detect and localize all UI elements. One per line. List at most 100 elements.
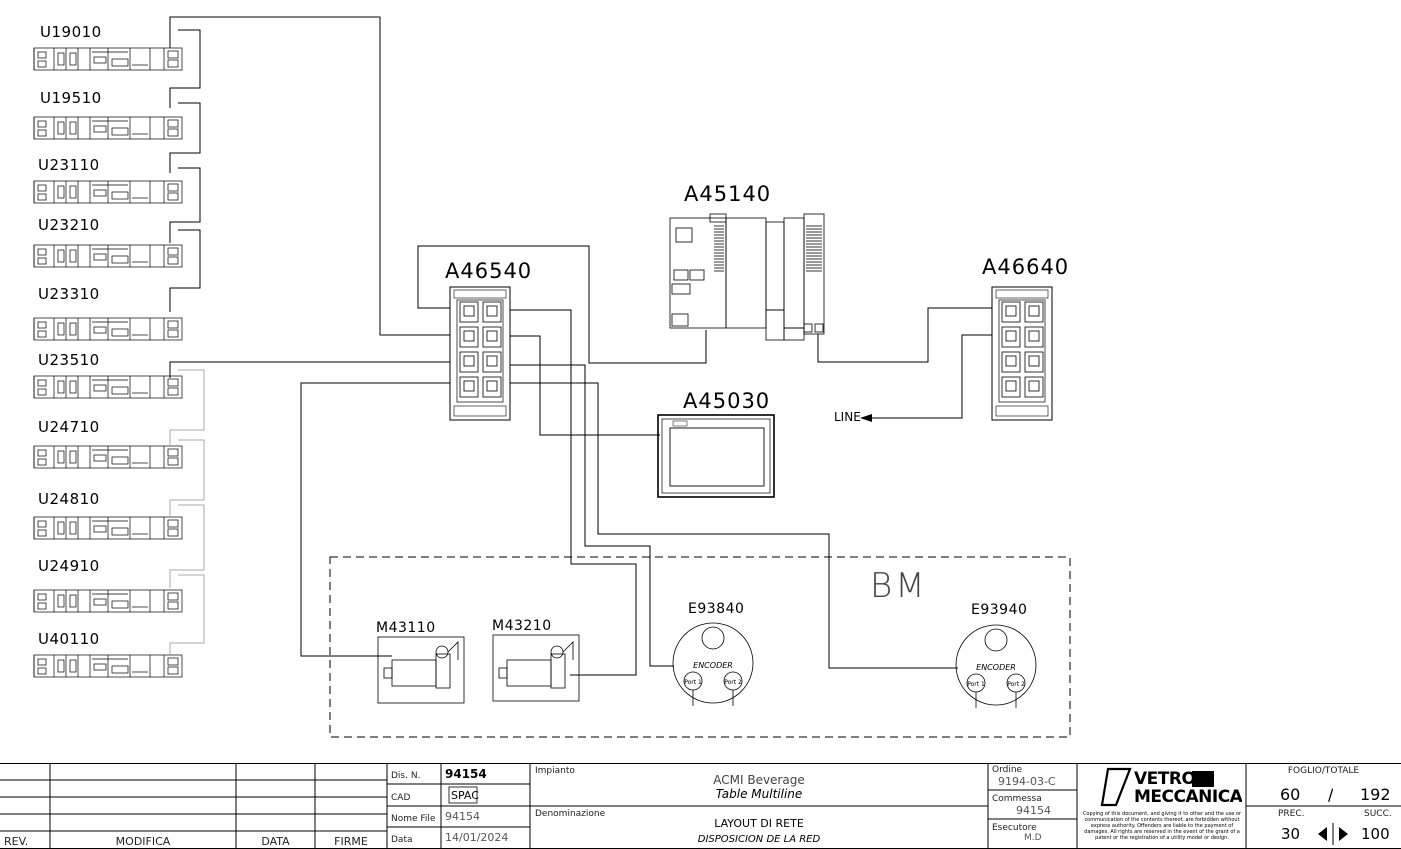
prec-value[interactable]: 30 — [1281, 825, 1301, 843]
drive-unit-u23210 — [33, 244, 183, 268]
succ-value[interactable]: 100 — [1361, 825, 1390, 843]
esecutore-value: M.D — [1024, 833, 1042, 843]
impianto-label: Impianto — [535, 766, 575, 776]
switch-a46640-port-icon — [1001, 351, 1021, 373]
label-encoder-e93840: E93840 — [688, 601, 745, 617]
denominazione-label: Denominazione — [535, 809, 606, 819]
switch-a46540-port-icon — [482, 376, 502, 398]
network-diagram: ENCODER ENCODER Port 1 Port 2 Port 1 Por… — [33, 16, 1071, 738]
switch-a46640-port-icon — [1001, 376, 1021, 398]
drive-chain-wires — [169, 29, 201, 312]
drive-unit-u19510 — [33, 116, 183, 140]
cad-value: SPAC — [451, 789, 479, 802]
label-drive-u23510: U23510 — [38, 351, 100, 369]
switch-a46540-port-icon — [459, 301, 479, 323]
logo-mark-icon — [1100, 767, 1132, 807]
foglio-totale-label: FOGLIO/TOTALE — [1287, 766, 1360, 776]
nome-file-value: 94154 — [445, 810, 480, 823]
data-value: 14/01/2024 — [445, 831, 509, 844]
drive-unit-u24910 — [33, 589, 183, 613]
ordine-label: Ordine — [992, 765, 1023, 775]
label-plc-a45140: A45140 — [684, 182, 772, 206]
plc-a45140-device — [669, 213, 825, 341]
denominazione-line2: DISPOSICIÓN DE LA RED — [697, 834, 821, 845]
label-motor-m43110: M43110 — [376, 620, 436, 636]
dis-n-value: 94154 — [445, 767, 487, 781]
switch-a46640-port-icon — [1024, 351, 1044, 373]
switch-a46540-port-icon — [482, 351, 502, 373]
denominazione-line1: LAYOUT DI RETE — [714, 817, 804, 830]
switch-a46540-port-icon — [459, 376, 479, 398]
line-arrow-icon — [860, 414, 872, 422]
next-arrow-icon[interactable] — [1339, 827, 1348, 841]
drive-unit-u23510 — [33, 375, 183, 399]
label-encoder-e93940: E93940 — [971, 602, 1028, 618]
dis-n-label: Dis. N. — [391, 771, 421, 781]
zone-bm-label: BM — [870, 566, 928, 606]
encoder-e93840-port2: Port 2 — [724, 679, 742, 686]
motor-m43110-device — [377, 636, 465, 704]
label-motor-m43210: M43210 — [492, 618, 552, 634]
drive-unit-u24810 — [33, 516, 183, 540]
label-switch-a46540: A46540 — [445, 259, 533, 283]
encoder-e93840-device — [672, 622, 754, 706]
col-modifica: MODIFICA — [115, 835, 171, 848]
label-hmi-a45030: A45030 — [683, 389, 771, 413]
label-drive-u40110: U40110 — [38, 630, 100, 648]
switch-a46640-port-icon — [1024, 301, 1044, 323]
switch-a46640-port-icon — [1001, 301, 1021, 323]
switch-a46640-device — [991, 286, 1053, 421]
succ-label: SUCC. — [1364, 809, 1392, 819]
encoder-e93940-text: ENCODER — [976, 663, 1016, 672]
label-drive-u24810: U24810 — [38, 490, 100, 508]
logo-line1: VETRO — [1134, 769, 1196, 789]
line-label: LINE — [834, 410, 861, 424]
hmi-a45030-device — [657, 414, 775, 498]
impianto-line1: ACMI Beverage — [713, 773, 805, 787]
label-drive-u19010: U19010 — [40, 23, 102, 41]
drive-unit-u40110 — [33, 654, 183, 678]
prec-label: PREC. — [1278, 809, 1305, 819]
col-rev: REV. — [4, 835, 29, 848]
switch-a46640-port-icon — [1024, 376, 1044, 398]
logo-line2: MECCANICA — [1134, 787, 1243, 807]
title-block: REV. MODIFICA DATA FIRME Dis. N. 94154 C… — [0, 763, 1401, 849]
commessa-value: 94154 — [1016, 804, 1051, 817]
data-label: Data — [391, 835, 413, 845]
motor-m43210-device — [492, 634, 580, 702]
totale-value: 192 — [1360, 785, 1391, 804]
encoder-e93940-port2: Port 2 — [1007, 681, 1025, 688]
foglio-separator: / — [1328, 785, 1334, 804]
logo-badge-icon — [1192, 771, 1214, 787]
label-drive-u19510: U19510 — [40, 89, 102, 107]
label-drive-u23110: U23110 — [38, 156, 100, 174]
switch-a46540-port-icon — [459, 351, 479, 373]
impianto-line2: Table Multiline — [715, 787, 803, 801]
drive-unit-u23110 — [33, 180, 183, 204]
switch-a46540-port-icon — [482, 326, 502, 348]
drive-unit-u23310 — [33, 317, 183, 341]
drive-unit-u24710 — [33, 445, 183, 469]
switch-a46640-port-icon — [1024, 326, 1044, 348]
label-drive-u24710: U24710 — [38, 418, 100, 436]
label-switch-a46640: A46640 — [982, 255, 1070, 279]
label-drive-u23210: U23210 — [38, 216, 100, 234]
copyright-text: Copying of this document, and giving it … — [1082, 811, 1242, 841]
drive-unit-u19010 — [33, 47, 183, 71]
bm-zone-frame — [329, 556, 1071, 738]
foglio-value: 60 — [1280, 785, 1301, 804]
prev-arrow-icon[interactable] — [1318, 827, 1327, 841]
cad-label: CAD — [391, 793, 411, 803]
encoder-e93940-device — [955, 624, 1037, 708]
cad-box — [448, 786, 478, 804]
switch-a46540-port-icon — [459, 326, 479, 348]
nome-file-label: Nome File — [391, 814, 436, 824]
commessa-label: Commessa — [992, 794, 1042, 804]
encoder-e93840-text: ENCODER — [693, 661, 733, 670]
ordine-value: 9194-03-C — [998, 775, 1056, 788]
label-drive-u23310: U23310 — [38, 285, 100, 303]
switch-a46540-port-icon — [482, 301, 502, 323]
col-firme: FIRME — [334, 835, 368, 848]
label-drive-u24910: U24910 — [38, 557, 100, 575]
switch-a46640-port-icon — [1001, 326, 1021, 348]
